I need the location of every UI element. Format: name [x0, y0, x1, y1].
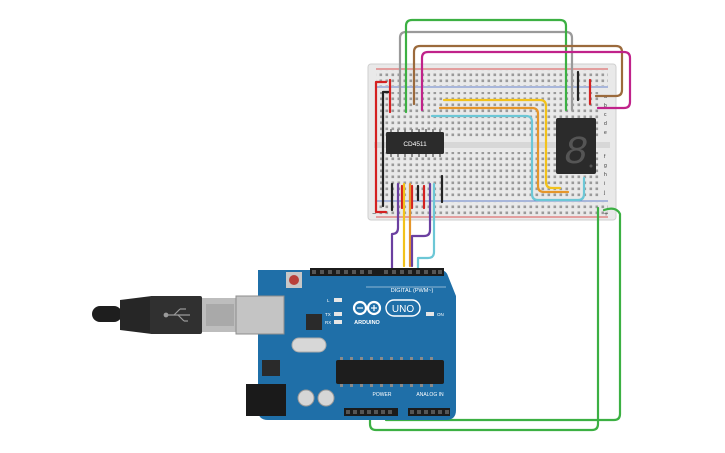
usb-cable[interactable] — [92, 296, 238, 334]
signal-wires — [368, 182, 622, 432]
wire-gray[interactable] — [398, 30, 574, 112]
wire-red[interactable] — [374, 80, 388, 214]
led-on — [426, 312, 434, 316]
breadboard-wires — [374, 18, 632, 214]
center-channel — [374, 142, 610, 148]
wire-cyan[interactable] — [416, 182, 436, 270]
digital-header-label: DIGITAL (PWM~) — [391, 288, 434, 294]
rail-minus-label: − — [372, 211, 376, 218]
led-l-label: L — [327, 298, 330, 303]
seven-segment-digit: 8 — [564, 131, 588, 176]
reset-button[interactable] — [286, 272, 302, 288]
led-on-label: ON — [437, 312, 444, 317]
voltage-regulator — [262, 360, 280, 376]
led-rx-label: RX — [325, 320, 331, 325]
usb-controller-chip — [306, 314, 322, 330]
analog-header-label: ANALOG IN — [416, 392, 444, 398]
row-letter: g — [604, 163, 607, 169]
chip-label: CD4511 — [403, 141, 427, 148]
usb-jack — [235, 295, 285, 335]
dc-power-jack — [246, 384, 286, 416]
top-power-rail[interactable] — [376, 70, 608, 86]
led-l — [334, 298, 342, 302]
row-letter: c — [604, 112, 607, 118]
wire-magenta[interactable] — [420, 50, 632, 112]
row-letter: b — [604, 103, 607, 109]
wire-green[interactable] — [384, 207, 622, 422]
atmega-chip — [336, 360, 444, 384]
wire-green[interactable] — [404, 18, 568, 114]
wire-black[interactable] — [381, 90, 392, 208]
wire-orange[interactable] — [438, 106, 570, 194]
power-header-label: POWER — [373, 392, 392, 398]
row-letter: f — [604, 154, 606, 160]
digital-header[interactable] — [310, 268, 444, 276]
uno-badge — [385, 299, 421, 317]
usb-icon — [163, 308, 190, 322]
capacitor — [297, 389, 315, 407]
crystal-oscillator — [291, 337, 327, 353]
row-letter: d — [604, 121, 607, 127]
wire-brown[interactable] — [412, 44, 624, 106]
wire-yellow[interactable] — [442, 98, 562, 190]
capacitor — [317, 389, 335, 407]
led-rx — [334, 320, 342, 324]
arduino-brand-label: ARDUINO — [354, 320, 380, 326]
wire-purple[interactable] — [410, 182, 432, 268]
cd4511-chip[interactable]: CD4511 — [386, 129, 444, 157]
seven-segment-display[interactable]: 8 — [556, 118, 596, 176]
wire-purple[interactable] — [390, 182, 400, 272]
led-tx — [334, 312, 342, 316]
wire-green[interactable] — [368, 206, 600, 432]
row-letter: e — [604, 130, 607, 136]
wire-cyan[interactable] — [430, 114, 586, 202]
uno-model-label: UNO — [392, 304, 414, 315]
row-letter: i — [604, 181, 605, 187]
led-tx-label: TX — [325, 312, 331, 317]
row-letter: h — [604, 172, 607, 178]
arduino-uno-board[interactable]: DIGITAL (PWM~) L TX RX ON ARDUINO UNO — [235, 268, 456, 420]
rail-plus-label: + — [604, 211, 608, 218]
analog-header[interactable] — [408, 408, 450, 416]
row-letter: j — [603, 190, 605, 196]
arduino-logo-icon — [352, 300, 382, 316]
